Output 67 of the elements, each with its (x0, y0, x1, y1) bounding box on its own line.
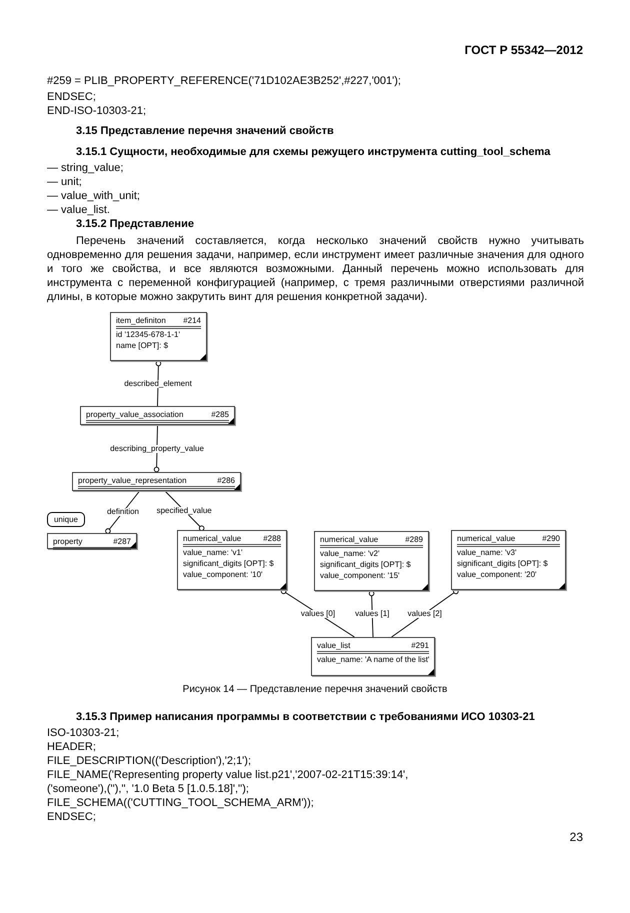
code-line: END-ISO-10303-21; (47, 106, 146, 117)
list-item: — value_with_unit; (47, 191, 140, 202)
edge-label: specified_value (156, 506, 213, 514)
edge-label: values [2] (406, 610, 443, 618)
entity-name: numerical_value (183, 533, 242, 544)
entity-box (47, 533, 137, 549)
entity-box (314, 531, 429, 591)
instance-id: #289 (405, 534, 423, 545)
list-item: — value_list. (47, 205, 110, 216)
code-line: FILE_SCHEMA(('CUTTING_TOOL_SCHEMA_ARM')); (47, 798, 314, 809)
code-line: ENDSEC; (47, 92, 96, 103)
attribute-text: value_name: 'A name of the list' (317, 654, 429, 665)
entity-name: property_value_association (86, 409, 184, 420)
attribute-text: significant_digits [OPT]: $ (457, 558, 549, 569)
entity-name: property (53, 536, 82, 547)
entity-box (451, 530, 566, 590)
entity-name: value_list (317, 640, 350, 651)
instance-id: #288 (263, 533, 281, 544)
instance-id: #214 (183, 315, 201, 326)
section-heading: 3.15.2 Представление (76, 219, 194, 230)
document-header: ГОСТ Р 55342—2012 (464, 44, 583, 56)
code-line: FILE_NAME('Representing property value list.p21','2007-02-21T15:39:14', (47, 770, 408, 781)
entity-name: numerical_value (320, 534, 378, 545)
edge-label: values [1] (354, 610, 390, 618)
attribute-text: significant_digits [OPT]: $ (183, 558, 275, 569)
code-line: #259 = PLIB_PROPERTY_REFERENCE('71D102AE3B252',#227,'001'); (47, 76, 401, 87)
edge-label: definition (106, 508, 140, 516)
entity-name: property_value_representation (78, 475, 187, 486)
code-line: ('someone'),(''),'', '1.0 Beta 5 [1.0.5.18]',''); (47, 784, 249, 795)
attribute-text: value_name: 'v2' (320, 548, 381, 559)
entity-box (177, 530, 287, 590)
section-heading: 3.15 Представление перечня значений свойств (76, 126, 334, 137)
edge-label: values [0] (300, 610, 336, 618)
entity-box (311, 637, 435, 676)
edge-label: described_element (123, 380, 193, 388)
attribute-text: id '12345-678-1-1' (116, 329, 181, 340)
edge-label: describing_property_value (109, 444, 205, 452)
entity-box (110, 312, 207, 361)
attribute-text: name [OPT]: $ (116, 340, 170, 351)
instance-id: #290 (542, 533, 560, 544)
entity-box (72, 472, 241, 491)
constraint-label-box (47, 512, 85, 527)
list-item: — string_value; (47, 163, 124, 174)
entity-name: numerical_value (457, 533, 516, 544)
attribute-text: value_component: '10' (183, 569, 264, 580)
entity-box (80, 406, 235, 425)
attribute-text: value_name: 'v3' (457, 547, 518, 558)
page-number: 23 (570, 831, 583, 843)
code-line: ISO-10303-21; (47, 728, 120, 739)
instance-id: #291 (411, 640, 429, 651)
attribute-text: value_component: '20' (457, 569, 538, 580)
constraint-text: unique (54, 516, 78, 524)
section-heading: 3.15.1 Сущности, необходимые для схемы режущего инструмента cutting_tool_schema (76, 147, 550, 158)
section-heading: 3.15.3 Пример написания программы в соответствии с требованиями ИСО 10303-21 (76, 712, 535, 723)
instance-id: #285 (211, 409, 229, 420)
instance-id: #287 (113, 536, 131, 547)
attribute-text: value_component: '15' (320, 570, 401, 581)
body-paragraph: Перечень значений составляется, когда несколько значений свойств нужно учитывать одновременно для решения задачи, например, если инструмент имеет различные значения для одного и того же свойства, и все являются возможными. Данный перечень можно использовать для инструмента с переменной конфигурацией (например, с тремя различными отверстиями различной длины, в которые можно закрутить винт для решения конкретной задачи). (47, 234, 584, 304)
entity-name: item_definiton (116, 315, 166, 326)
figure-caption: Рисунок 14 — Представление перечня значений свойств (182, 685, 448, 695)
code-line: FILE_DESCRIPTION(('Description'),'2;1'); (47, 756, 251, 767)
code-line: ENDSEC; (47, 812, 96, 823)
attribute-text: significant_digits [OPT]: $ (320, 559, 412, 570)
instance-id: #286 (217, 475, 235, 486)
attribute-text: value_name: 'v1' (183, 547, 244, 558)
code-line: HEADER; (47, 742, 96, 753)
list-item: — unit; (47, 177, 82, 188)
